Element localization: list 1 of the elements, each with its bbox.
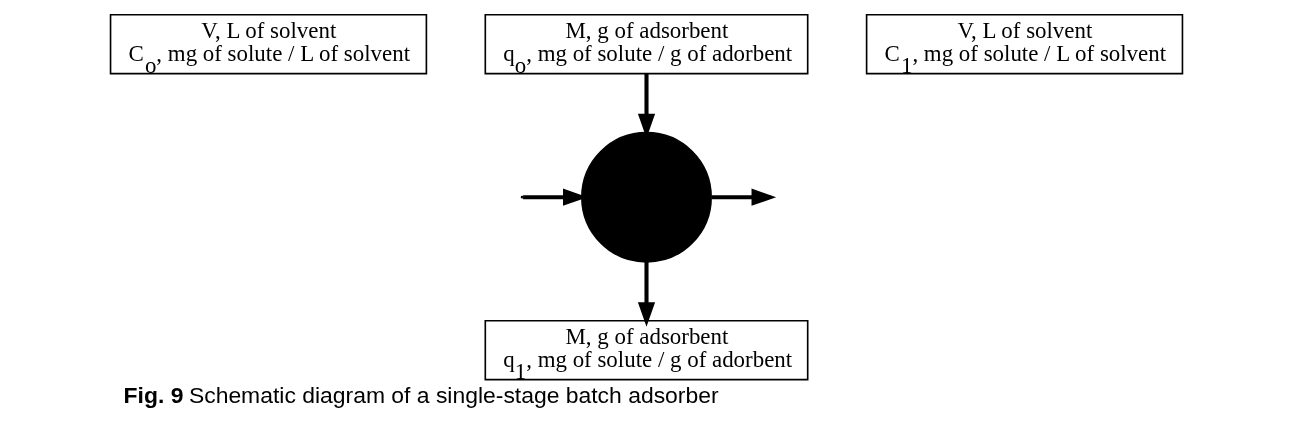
caption: Fig. 9 Schematic diagram of a single-stage batch adsorber bbox=[123, 381, 719, 408]
